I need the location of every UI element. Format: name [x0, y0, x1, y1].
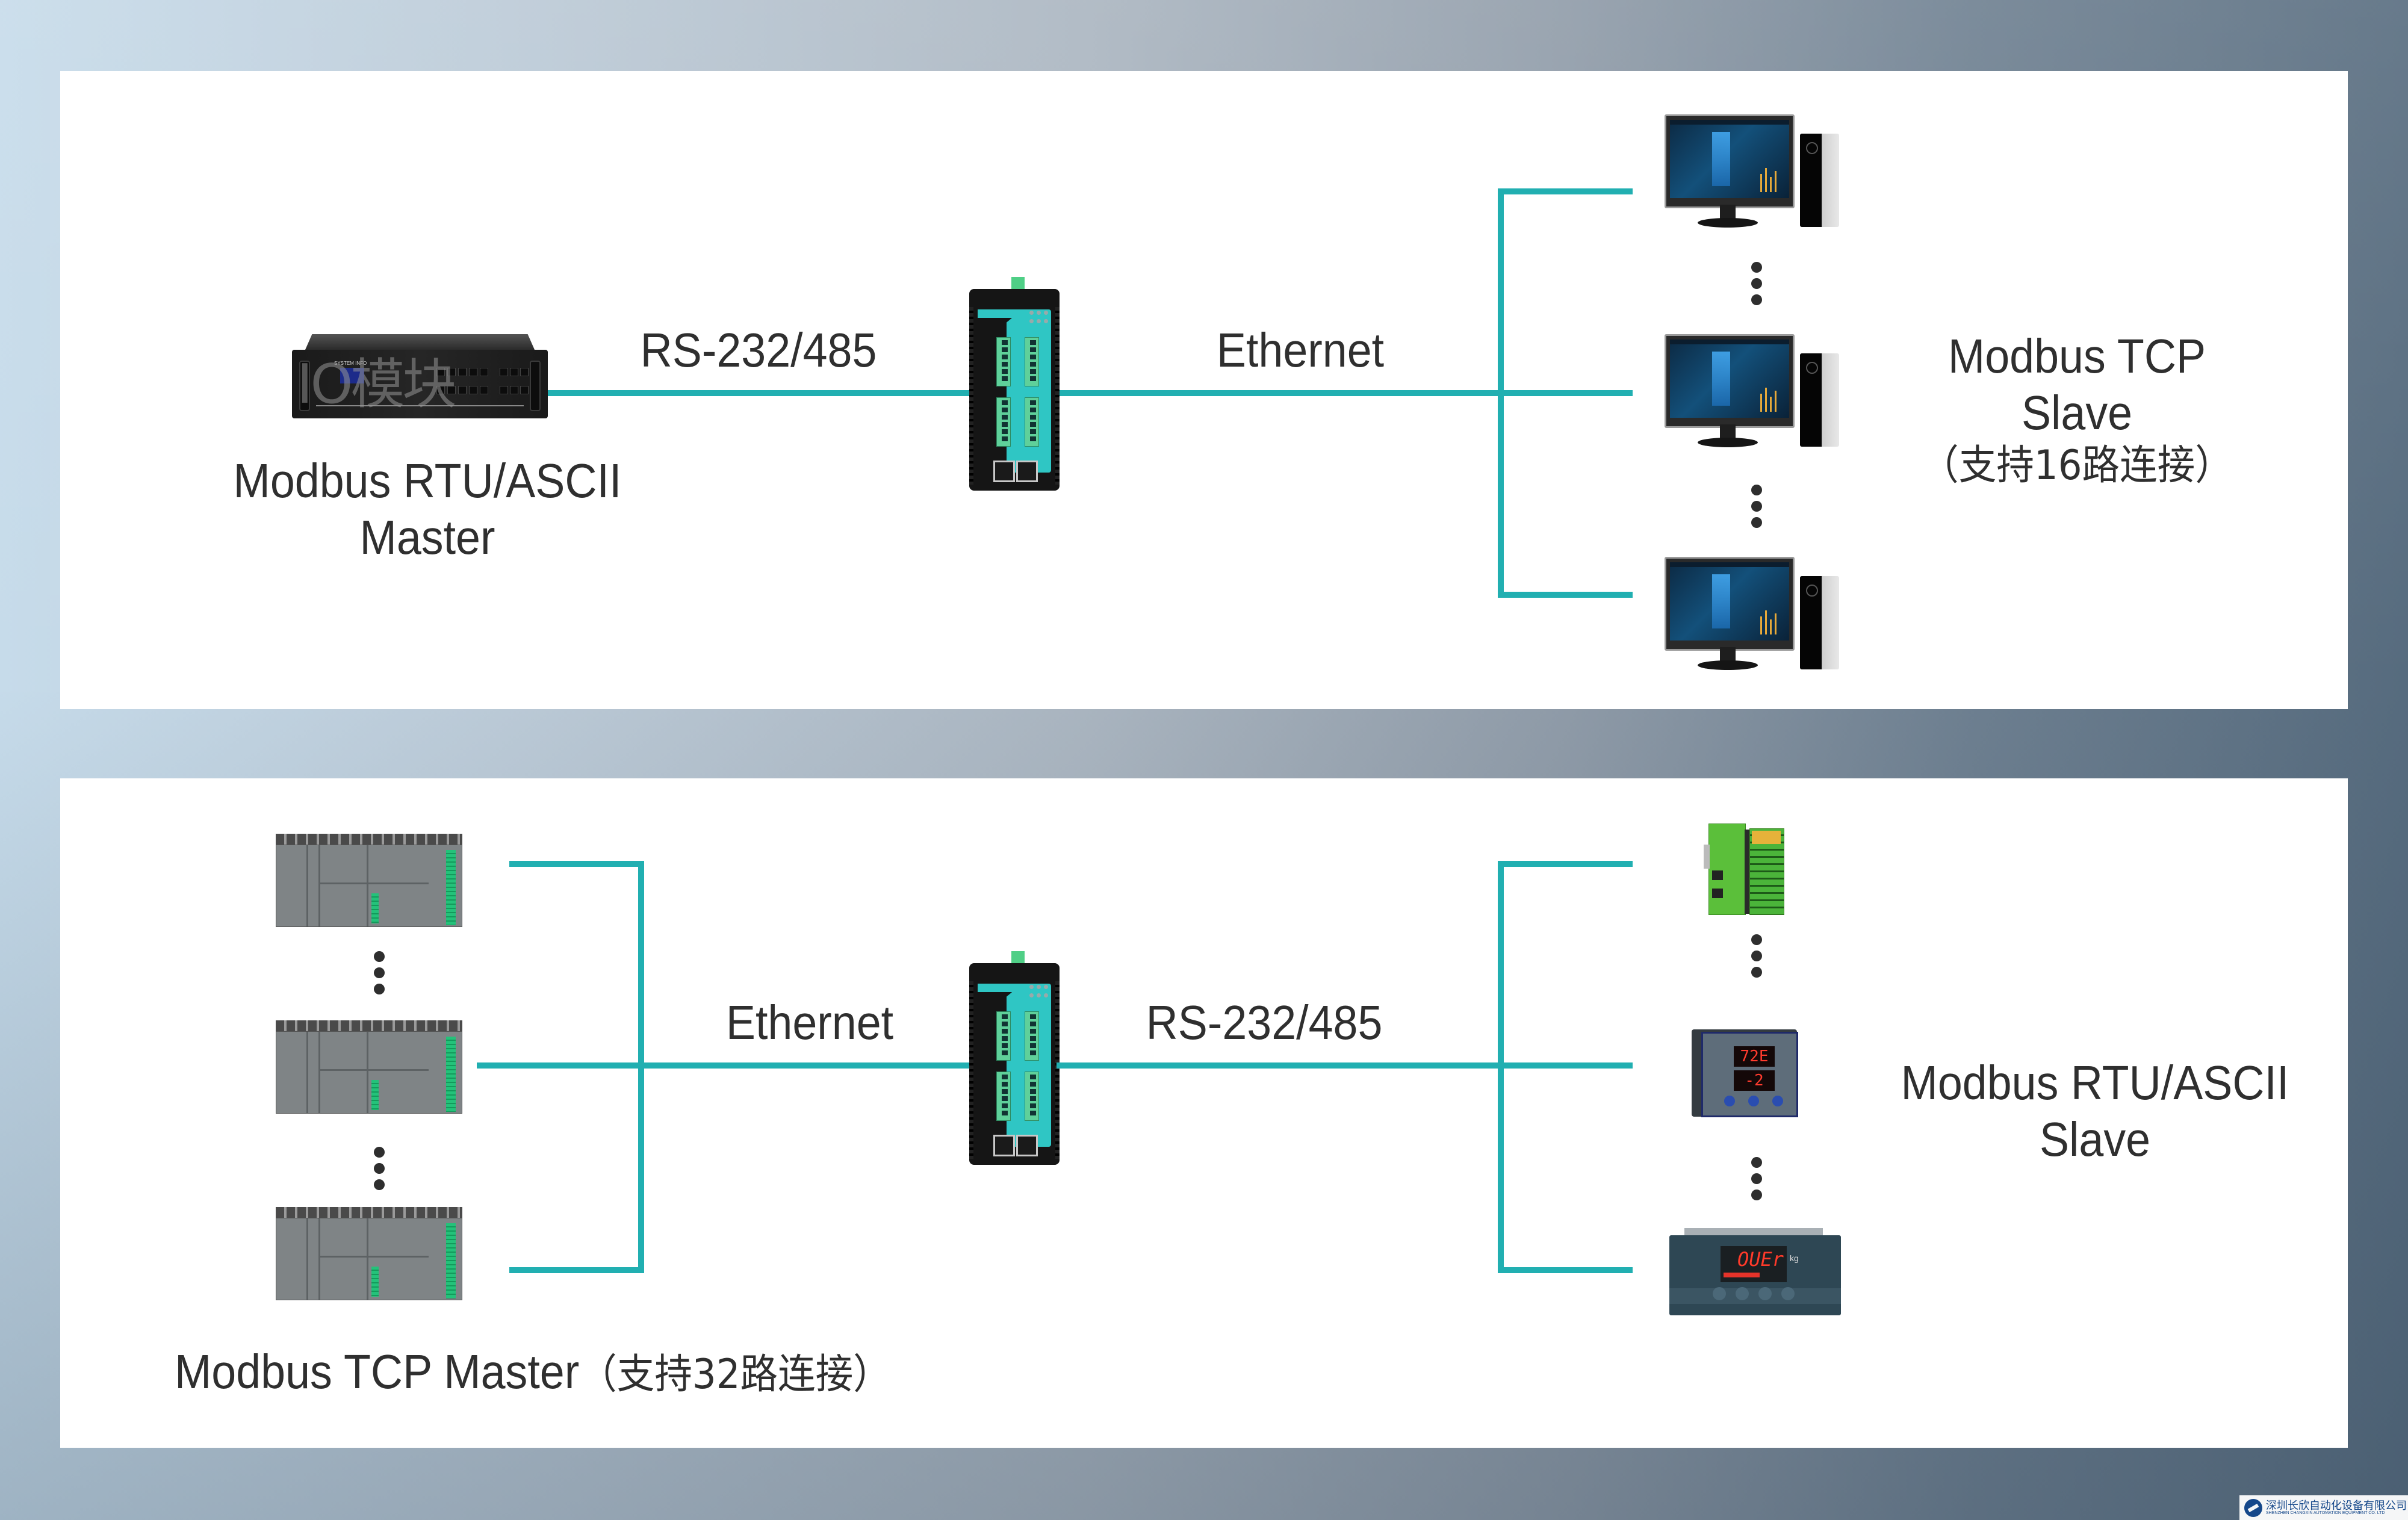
bottom-ethernet-link-label: Ethernet [725, 996, 894, 1049]
slave-computer [1665, 557, 1845, 671]
rack-server-device: SYSTEM INFO IO模块 [292, 334, 548, 418]
top-slave-label: Modbus TCP Slave （支持16路连接） [1855, 328, 2298, 490]
bottom-right-branch-3 [1498, 1267, 1633, 1273]
bottom-serial-link [1057, 1062, 1504, 1069]
thermo-readout-top: 72E [1734, 1046, 1775, 1067]
top-ethernet-link-label: Ethernet [1216, 323, 1385, 377]
bottom-right-branch-1 [1498, 861, 1633, 867]
slave-temperature-humidity-controller: 72E -2 [1692, 1029, 1798, 1117]
thermo-readout-bottom: -2 [1734, 1070, 1775, 1091]
company-name-cn: 深圳长欣自动化设备有限公司 [2266, 1500, 2407, 1512]
master-plc [276, 1207, 462, 1300]
more-ellipsis-icon [373, 1147, 385, 1196]
top-branch-3 [1498, 592, 1633, 598]
bottom-slave-label-line2: Slave [2039, 1112, 2151, 1167]
more-ellipsis-icon [1751, 485, 1763, 533]
top-serial-link [548, 390, 972, 396]
slave-computer [1665, 334, 1845, 448]
top-master-label-line2: Master [359, 510, 495, 565]
company-logo-icon [2244, 1499, 2262, 1517]
bottom-left-branch-2 [477, 1062, 644, 1069]
master-plc [276, 834, 462, 927]
top-gateway-device [969, 277, 1060, 491]
weigh-unit: kg [1790, 1253, 1799, 1263]
bottom-left-branch-1 [509, 861, 644, 867]
more-ellipsis-icon [1751, 934, 1763, 983]
more-ellipsis-icon [373, 951, 385, 1000]
top-branch-1 [1498, 188, 1633, 194]
more-ellipsis-icon [1751, 262, 1763, 311]
bottom-gateway-device [969, 951, 1060, 1165]
top-serial-link-label: RS-232/485 [640, 323, 877, 377]
top-master-label: Modbus RTU/ASCII Master [200, 453, 654, 566]
bottom-master-label: Modbus TCP Master（支持32路连接） [175, 1344, 983, 1400]
top-master-label-line1: Modbus RTU/ASCII [233, 454, 622, 507]
bottom-slave-label: Modbus RTU/ASCII Slave [1873, 1055, 2316, 1168]
slave-remote-io-module [1704, 824, 1794, 923]
bottom-master-label-cn: （支持32路连接） [579, 1351, 891, 1398]
company-logo: 深圳长欣自动化设备有限公司 SHENZHEN CHANGXIN AUTOMATI… [2239, 1495, 2408, 1520]
bottom-slave-label-line1: Modbus RTU/ASCII [1901, 1056, 2289, 1109]
slave-computer [1665, 114, 1845, 229]
slave-weighing-indicator: OUEr kg [1669, 1228, 1841, 1315]
company-name-en: SHENZHEN CHANGXIN AUTOMATION EQUIPMENT C… [2266, 1511, 2385, 1515]
top-slave-label-line1: Modbus TCP [1947, 329, 2206, 383]
top-branch-2 [1498, 390, 1633, 396]
more-ellipsis-icon [1751, 1157, 1763, 1206]
master-plc [276, 1020, 462, 1114]
top-slave-label-line3: （支持16路连接） [1921, 441, 2233, 489]
weigh-readout: OUEr [1737, 1248, 1784, 1271]
bottom-left-branch-3 [509, 1267, 644, 1273]
watermark-text: IO模块 [297, 353, 456, 416]
bottom-master-label-en: Modbus TCP Master [175, 1345, 580, 1398]
bottom-right-branch-2 [1498, 1062, 1633, 1069]
top-ethernet-link [1057, 390, 1504, 396]
bottom-ethernet-link [638, 1062, 972, 1069]
bottom-serial-link-label: RS-232/485 [1146, 996, 1383, 1049]
top-slave-label-line2: Slave [2021, 386, 2133, 440]
